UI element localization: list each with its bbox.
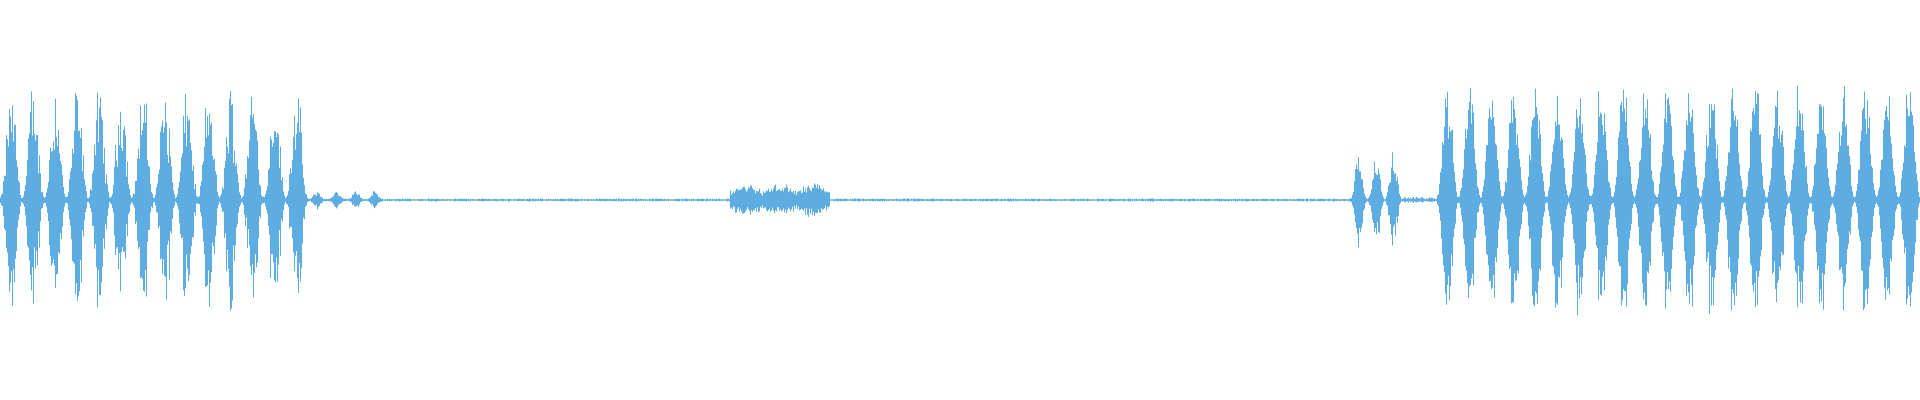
waveform-bars (0, 85, 1920, 316)
waveform-path (0, 85, 1920, 316)
